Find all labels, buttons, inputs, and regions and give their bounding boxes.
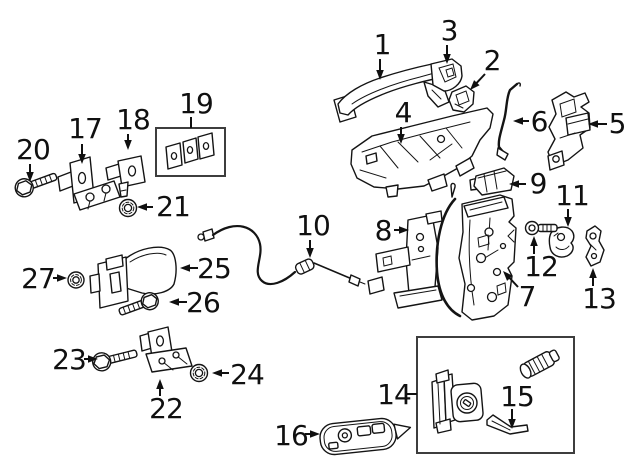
callout-21-arrowhead: [137, 203, 147, 211]
lower-flange-nut-icon: [189, 363, 209, 383]
callout-12-arrowhead: [530, 236, 538, 246]
callout-10-arrowhead: [306, 248, 314, 258]
callout-1-arrowhead: [376, 70, 384, 80]
callout-label-8: 8: [374, 214, 393, 247]
flange-nut-icon: [118, 198, 138, 218]
callout-label-9: 9: [529, 167, 548, 200]
callout-label-24: 24: [230, 358, 265, 391]
callout-15-arrowhead: [508, 419, 516, 429]
callout-label-15: 15: [500, 380, 535, 413]
hinge-check-icon: [105, 155, 146, 198]
callout-16-arrowhead: [310, 430, 320, 438]
callout-label-14: 14: [377, 378, 412, 411]
shim-plate-icon: [585, 225, 605, 267]
handle-seal-icon: [448, 85, 475, 113]
callout-5-arrowhead: [588, 120, 598, 128]
callout-6-arrowhead: [513, 117, 523, 125]
release-cable-icon: [197, 225, 366, 287]
callout-3-arrowhead: [443, 54, 451, 64]
callout-label-19: 19: [179, 87, 214, 120]
callout-11-arrowhead: [564, 217, 572, 227]
callout-label-5: 5: [608, 107, 627, 140]
door-lock-actuator-icon: [435, 182, 517, 321]
connector-block-icon: [469, 167, 515, 196]
key-blade-icon: [486, 414, 529, 435]
check-grommet-icon: [67, 271, 85, 289]
callout-4-arrowhead: [397, 134, 405, 144]
tumbler-cylinder-icon: [519, 349, 560, 379]
callout-label-25: 25: [197, 252, 232, 285]
callout-label-11: 11: [555, 179, 590, 212]
callout-label-21: 21: [156, 190, 191, 223]
remote-key-fob-icon: [319, 417, 412, 456]
callout-17-arrowhead: [78, 154, 86, 164]
handle-end-cap-icon: [430, 58, 463, 92]
callout-label-4: 4: [394, 96, 413, 129]
callout-24-arrowhead: [212, 369, 222, 377]
callout-22-arrowhead: [156, 379, 164, 389]
callout-13-arrowhead: [589, 268, 597, 278]
callout-label-20: 20: [16, 133, 51, 166]
latch-mount-icon: [548, 226, 575, 258]
callout-label-27: 27: [21, 262, 56, 295]
callout-2-arrowhead: [470, 80, 480, 90]
callout-label-10: 10: [296, 209, 331, 242]
callout-label-18: 18: [116, 103, 151, 136]
callout-27-arrowhead: [57, 274, 67, 282]
callout-label-1: 1: [373, 28, 392, 61]
callout-7-arrowhead: [503, 271, 513, 281]
check-bolt-icon: [118, 292, 159, 316]
lock-rod-icon: [496, 82, 521, 161]
callout-label-26: 26: [186, 286, 221, 319]
callout-26-arrowhead: [169, 298, 179, 306]
callout-label-17: 17: [68, 112, 103, 145]
shim-kit-icon: [165, 132, 215, 170]
callout-label-16: 16: [274, 419, 309, 452]
callout-label-3: 3: [440, 14, 459, 47]
lock-cylinder-set-icon: [431, 369, 484, 434]
callout-label-6: 6: [530, 105, 549, 138]
callout-18-arrowhead: [124, 140, 132, 150]
hinge-assembly-icon: [57, 156, 121, 211]
lower-hinge-bracket-icon: [139, 326, 193, 373]
callout-20-arrowhead: [26, 172, 34, 182]
callout-9-arrowhead: [509, 180, 519, 188]
callout-label-22: 22: [149, 392, 184, 425]
callout-label-2: 2: [483, 44, 502, 77]
callout-label-7: 7: [518, 280, 537, 313]
callout-25-arrowhead: [180, 264, 190, 272]
callout-label-12: 12: [524, 250, 559, 283]
hinge-bolt-icon: [14, 172, 58, 198]
lower-hinge-bolt-icon: [91, 349, 138, 372]
handle-support-bracket-icon: [547, 91, 591, 171]
door-check-body-icon: [89, 246, 177, 309]
callout-8-arrowhead: [399, 226, 409, 234]
callout-label-13: 13: [582, 282, 617, 315]
callout-23-arrowhead: [88, 355, 98, 363]
shoulder-bolt-icon: [524, 220, 558, 236]
callout-label-23: 23: [52, 343, 87, 376]
handle-frame-icon: [350, 107, 494, 198]
